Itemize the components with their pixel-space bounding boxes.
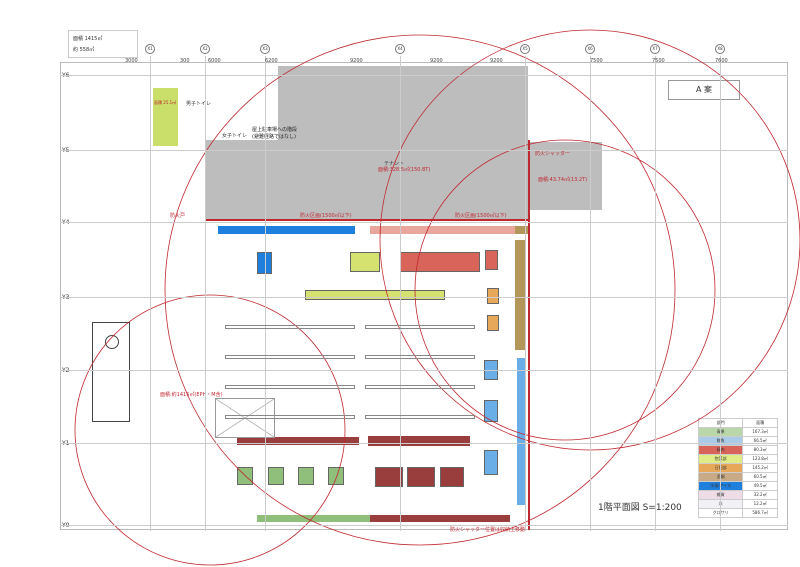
sales-area-label: 面積:約1415㎡(EPH・M含) — [160, 392, 223, 398]
grid-line — [655, 56, 656, 531]
rooftop-route-label: 屋上駐車場への階段 (避難経路ではなし) — [252, 127, 298, 140]
produce-wall-row — [257, 515, 370, 522]
gondola-shelf — [225, 325, 355, 329]
firewall-vertical — [528, 140, 530, 530]
info-area: 面積 1415㎡ — [73, 36, 103, 42]
grid-line — [60, 525, 788, 526]
grid-line — [400, 56, 401, 531]
gondola-shelf — [225, 415, 355, 419]
dimension-label: 9200 — [430, 58, 443, 64]
grid-line — [60, 370, 788, 371]
bottom-note: 防火シャッター位置は収納上移動 — [450, 527, 526, 533]
firewall-label-1: 防火区画(1500㎡以下) — [300, 213, 352, 219]
daily-row — [305, 290, 445, 300]
tenant-area — [278, 66, 528, 220]
column-marker: X7 — [650, 44, 660, 54]
meat-wall-row — [370, 515, 510, 522]
spiral-stair-icon — [105, 335, 119, 349]
daily-block-2 — [487, 315, 499, 331]
column-marker: X5 — [520, 44, 530, 54]
dimension-label: 7600 — [715, 58, 728, 64]
drawing-title: 1階平面図 S=1:200 — [598, 503, 682, 513]
meat-row-right — [368, 436, 470, 446]
dimension-label: 6200 — [265, 58, 278, 64]
dimension-label: 300 — [180, 58, 190, 64]
produce-block-d — [328, 467, 344, 485]
gondola-shelf — [365, 385, 475, 389]
grid-line — [590, 56, 591, 531]
fish-block-2 — [484, 400, 498, 422]
freezer-row — [218, 226, 355, 234]
firewall-line — [205, 219, 530, 221]
grid-line — [525, 56, 526, 531]
column-marker: X2 — [200, 44, 210, 54]
grid-line — [265, 56, 266, 531]
column-marker: X3 — [260, 44, 270, 54]
column-marker: X1 — [145, 44, 155, 54]
radius-circle-2 — [164, 34, 676, 546]
toilet-male-label: 男子トイレ — [186, 101, 212, 107]
green-room — [153, 88, 178, 146]
deli-row — [370, 226, 515, 234]
deli-block — [350, 252, 380, 272]
produce-block-b — [268, 467, 284, 485]
dimension-label: 7500 — [590, 58, 603, 64]
meat-block-c — [440, 467, 464, 487]
legend-area: 586.7㎡ — [742, 508, 778, 518]
drawing-frame — [60, 62, 788, 530]
tenant-area-label: 面積:328.5㎡(150.8T) — [378, 167, 431, 173]
grid-line — [205, 56, 206, 531]
gondola-shelf — [225, 385, 355, 389]
staircase — [92, 322, 130, 422]
dimension-label: 9200 — [350, 58, 363, 64]
liquor-vertical — [515, 240, 525, 350]
meat-row-left — [237, 437, 359, 445]
gondola-shelf — [225, 355, 355, 359]
info-box: 面積 1415㎡ 約 558㎡ — [68, 30, 138, 58]
tenant2-area-label: 面積:43.74㎡(13.2T) — [538, 177, 588, 183]
gondola-shelf — [365, 325, 475, 329]
toilet-female-label: 女子トイレ — [222, 133, 248, 139]
dimension-label: 7500 — [652, 58, 665, 64]
radius-circle-1 — [74, 294, 346, 566]
grid-line — [60, 222, 788, 223]
liquor-block — [515, 226, 528, 234]
produce-block-c — [298, 467, 314, 485]
grid-line — [60, 75, 788, 76]
meat-block-2 — [485, 250, 498, 270]
grid-line — [60, 443, 788, 444]
fish-block-3 — [484, 450, 498, 475]
dimension-label: 6000 — [208, 58, 221, 64]
radius-circle-3 — [414, 139, 716, 441]
fish-vertical — [517, 358, 525, 505]
green-area-label: 面積 25.1㎡ — [154, 100, 177, 105]
grid-line — [720, 56, 721, 531]
gondola-shelf — [365, 355, 475, 359]
info-area-2: 約 558㎡ — [73, 47, 95, 53]
tenant-area-right — [528, 142, 602, 210]
shutter-label: 防火シャッター — [535, 151, 571, 157]
firewall-label-2: 防火区画(1500㎡以下) — [455, 213, 507, 219]
grid-line — [150, 56, 151, 531]
grid-line — [60, 297, 788, 298]
column-marker: X4 — [395, 44, 405, 54]
gondola-shelf — [365, 415, 475, 419]
tenant-area-left — [206, 140, 280, 220]
dimension-label: 3000 — [125, 58, 138, 64]
freezer-block — [257, 252, 272, 274]
column-marker: X8 — [715, 44, 725, 54]
plan-label: A 案 — [668, 80, 740, 100]
daily-block — [487, 288, 499, 304]
meat-block-b — [407, 467, 435, 487]
dimension-label: 9200 — [490, 58, 503, 64]
fire-door-label: 防火戸 — [170, 213, 186, 219]
column-marker: X6 — [585, 44, 595, 54]
meat-block-a — [375, 467, 403, 487]
grid-line — [60, 150, 788, 151]
